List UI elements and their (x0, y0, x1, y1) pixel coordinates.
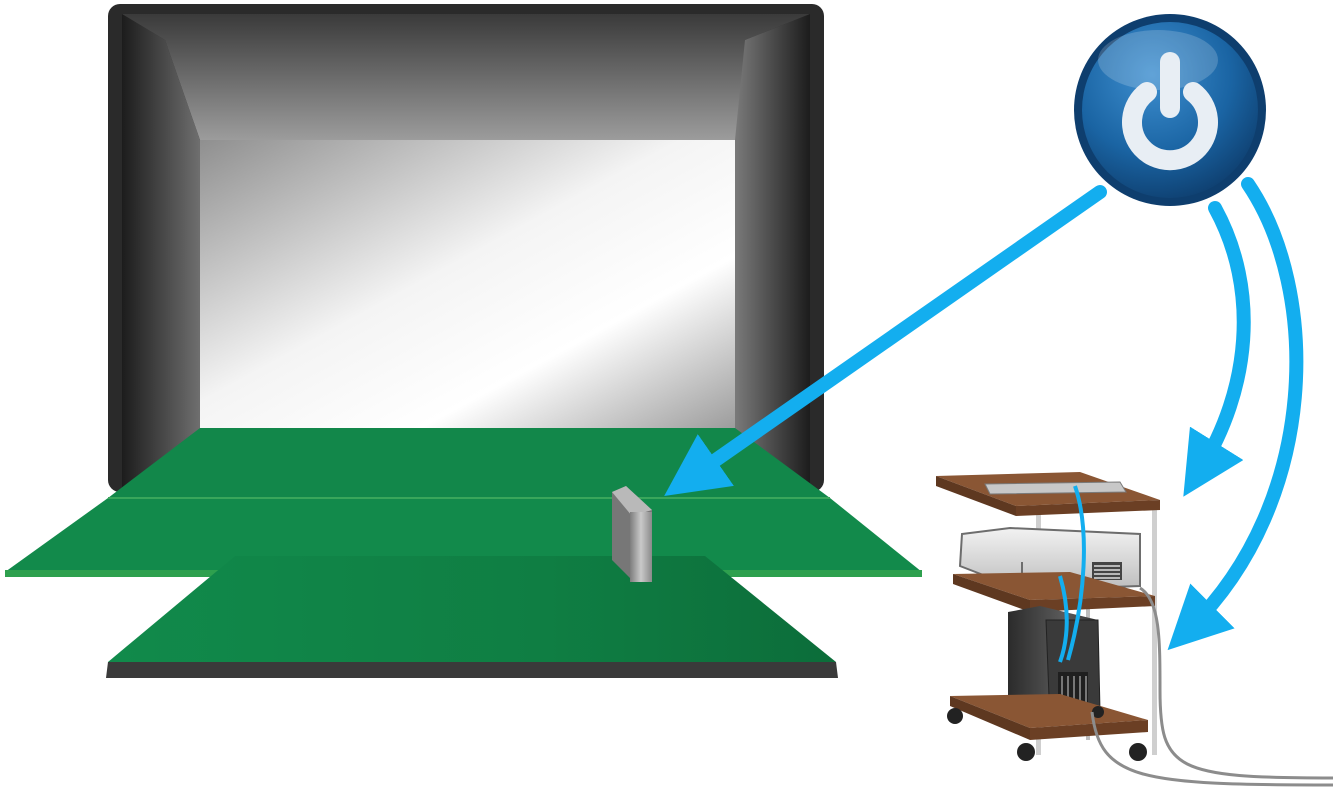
enclosure-top-panel (122, 14, 810, 140)
equipment-cart (936, 472, 1333, 785)
arrow-to-computer (1190, 184, 1296, 628)
power-cables (1092, 588, 1333, 785)
power-button[interactable] (1074, 14, 1266, 206)
arrow-to-projector (1200, 208, 1244, 470)
enclosure (108, 4, 824, 492)
keyboard (985, 482, 1126, 494)
hitting-mat-base (106, 662, 838, 678)
cart-pole (1152, 505, 1157, 755)
impact-screen (200, 140, 735, 432)
